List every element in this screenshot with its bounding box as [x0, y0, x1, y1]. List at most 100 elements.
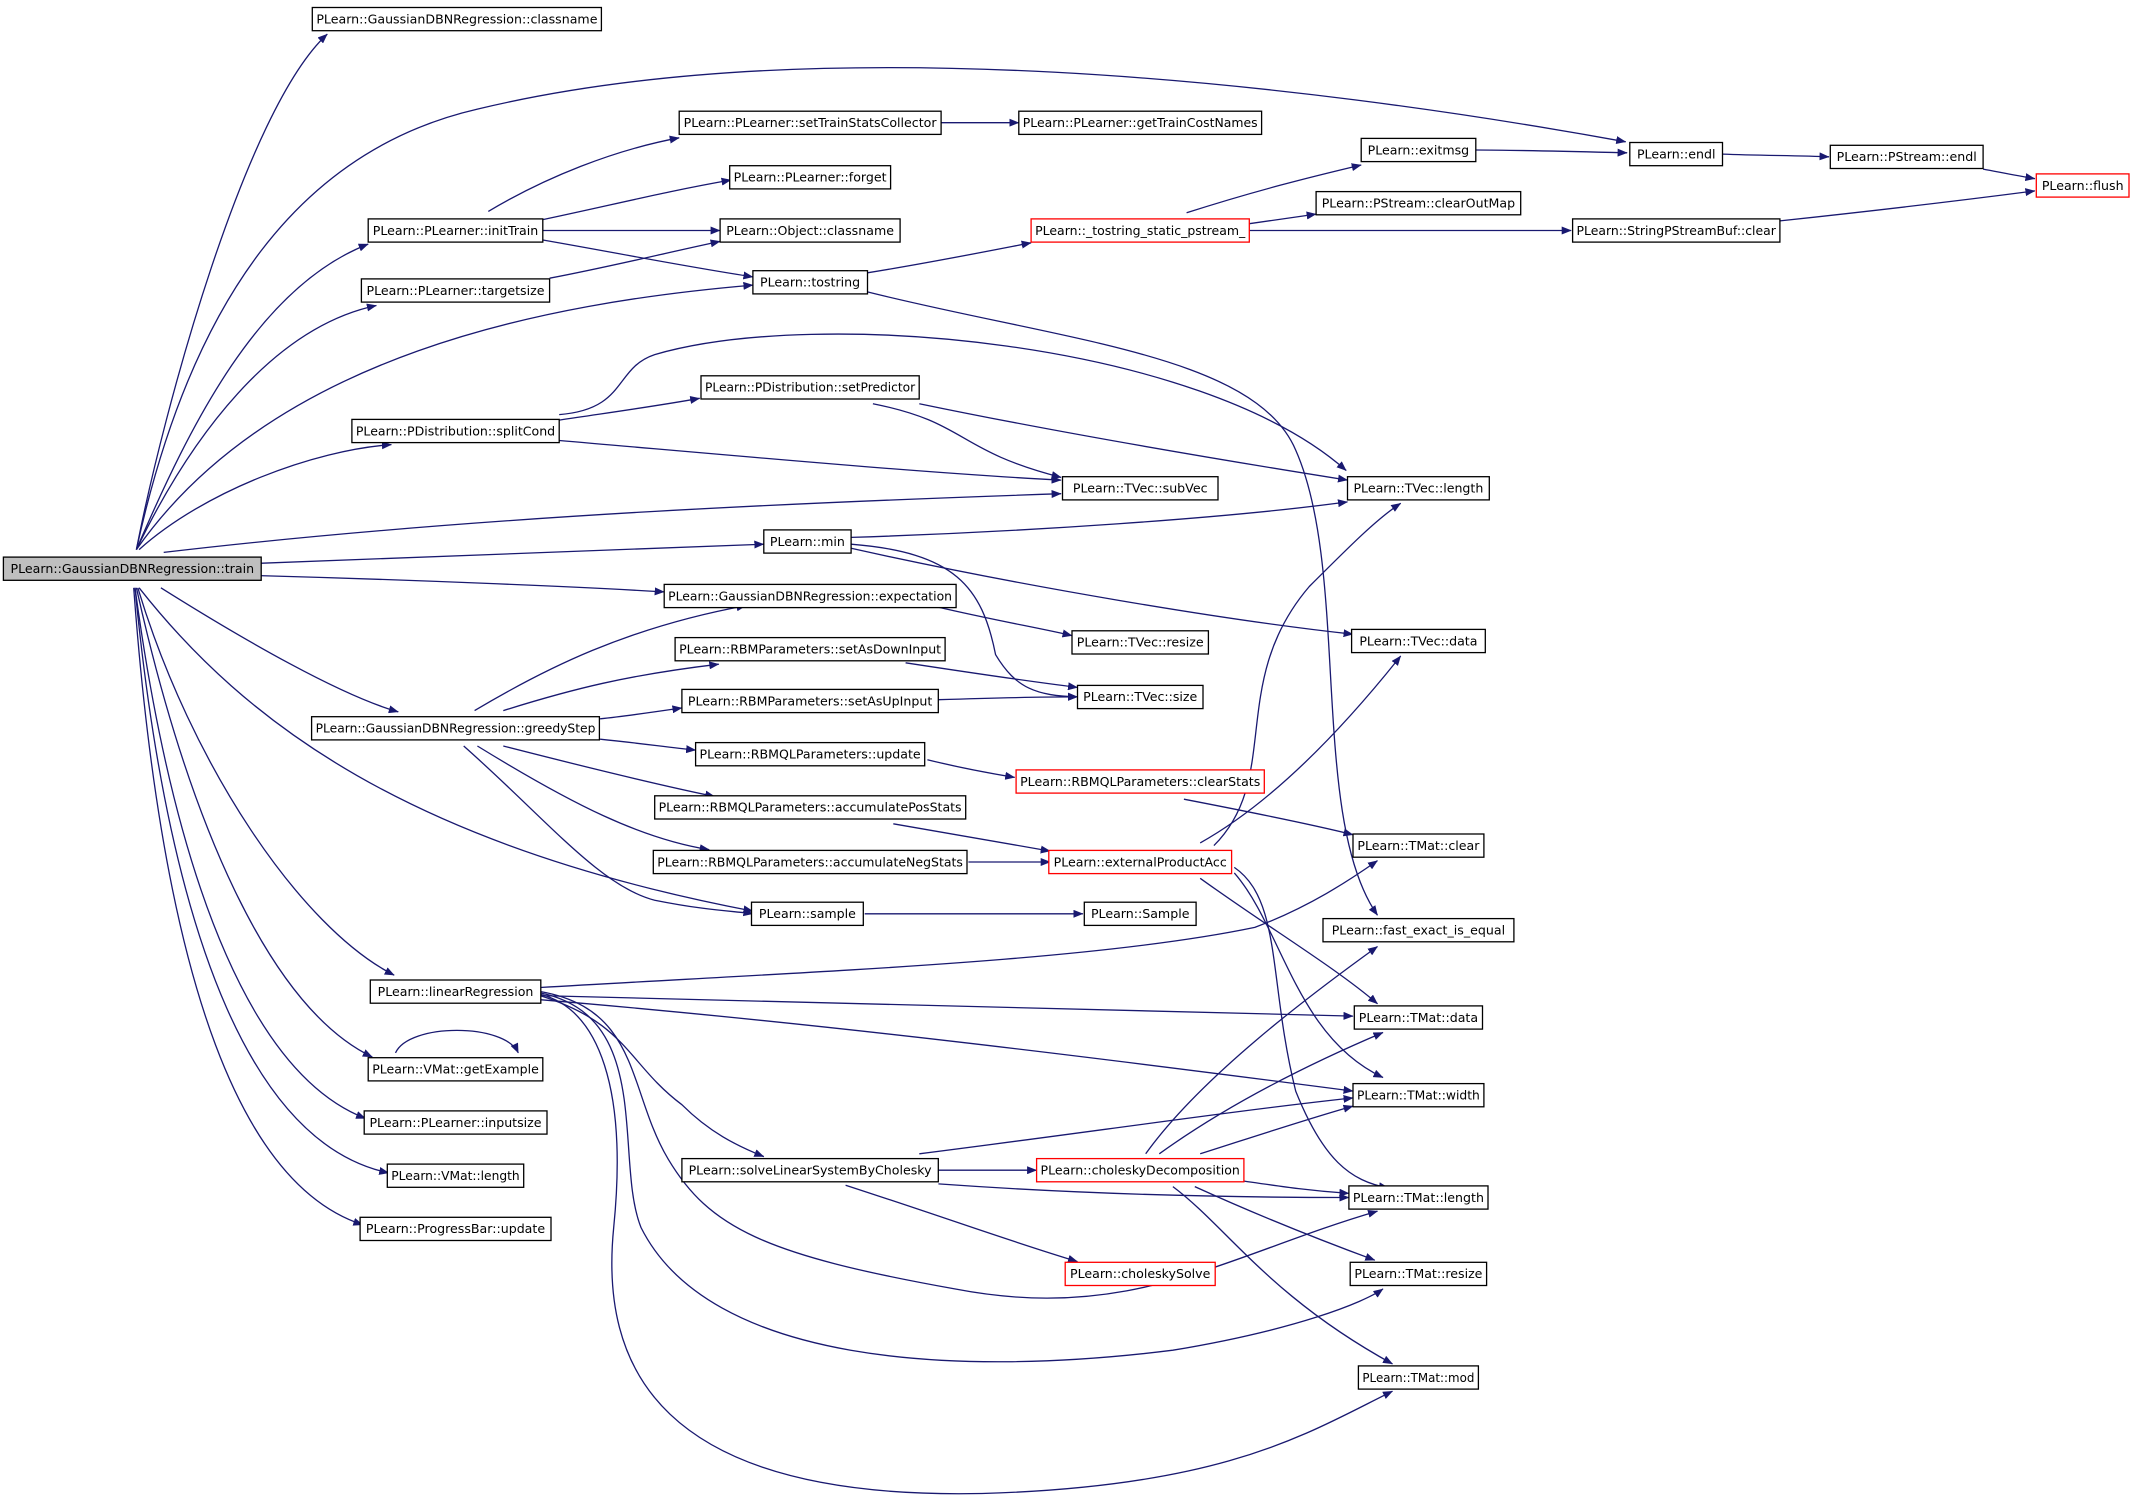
node-tvec-data[interactable]: PLearn::TVec::data [1350, 628, 1486, 654]
edge-external-product-acc-to-tvec-length [1213, 502, 1402, 847]
node-acc-neg[interactable]: PLearn::RBMQLParameters::accumulateNegSt… [652, 849, 968, 875]
node-sps-clear[interactable]: PLearn::StringPStreamBuf::clear [1571, 218, 1781, 243]
edge-line [919, 1094, 1354, 1155]
edge-line [559, 333, 1347, 471]
edge-line [135, 281, 754, 550]
node-tmat-width[interactable]: PLearn::TMat::width [1352, 1082, 1485, 1108]
edge-line [1779, 188, 2036, 222]
edge-tostring-static-to-clear-out-map [1249, 211, 1317, 225]
edge-train-to-sub-vec [163, 490, 1062, 554]
node-greedy-step[interactable]: PLearn::GaussianDBNRegression::greedySte… [310, 716, 601, 741]
node-min[interactable]: PLearn::min [763, 529, 852, 554]
edge-line [540, 999, 1354, 1094]
edge-line [559, 396, 701, 421]
node-tmat-mod[interactable]: PLearn::TMat::mod [1357, 1365, 1480, 1390]
node-label: PLearn::StringPStreamBuf::clear [1577, 223, 1777, 238]
node-tostring[interactable]: PLearn::tostring [752, 270, 869, 295]
edge-cholesky-decomposition-to-tmat-width [1200, 1104, 1354, 1155]
node-label: PLearn::TVec::resize [1077, 635, 1204, 650]
node-tvec-size[interactable]: PLearn::TVec::size [1076, 684, 1204, 710]
node-tostring-static[interactable]: PLearn::_tostring_static_pstream_ [1030, 218, 1250, 243]
node-tmat-data[interactable]: PLearn::TMat::data [1353, 1005, 1484, 1030]
node-label: PLearn::exitmsg [1368, 142, 1470, 157]
node-flush[interactable]: PLearn::flush [2035, 173, 2130, 198]
edge-targetsize-to-obj-classname [549, 239, 721, 279]
node-box [654, 795, 967, 820]
node-obj-classname[interactable]: PLearn::Object::classname [719, 218, 901, 243]
edge-line [503, 745, 716, 799]
edge-external-product-acc-to-tmat-length [1233, 866, 1389, 1191]
node-set-as-up-input[interactable]: PLearn::RBMParameters::setAsUpInput [681, 688, 939, 714]
edge-line [487, 135, 680, 212]
edge-line [539, 993, 1393, 1495]
node-label: PLearn::endl [1637, 146, 1716, 161]
node-rbmql-update[interactable]: PLearn::RBMQLParameters::update [694, 741, 926, 767]
edge-line [927, 759, 1016, 780]
edge-line [1475, 148, 1628, 157]
node-box [678, 110, 942, 136]
edge-line [851, 499, 1348, 539]
edge-greedy-step-to-acc-pos [503, 745, 716, 799]
node-label: PLearn::PDistribution::splitCond [356, 423, 555, 438]
node-box [1083, 901, 1197, 927]
node-sample[interactable]: PLearn::Sample [1083, 901, 1197, 927]
edge-line [259, 540, 765, 564]
node-clear-stats[interactable]: PLearn::RBMQLParameters::clearStats [1015, 769, 1265, 794]
node-box [1349, 1261, 1488, 1287]
edge-line [134, 587, 390, 1175]
node-set-predictor[interactable]: PLearn::PDistribution::setPredictor [700, 375, 920, 400]
node-init-train[interactable]: PLearn::PLearner::initTrain [367, 218, 544, 243]
node-cholesky-solve[interactable]: PLearn::choleskySolve [1064, 1261, 1216, 1287]
node-box [2, 556, 262, 581]
edge-line [503, 661, 720, 712]
edge-line [259, 574, 665, 596]
node-label: PLearn::linearRegression [378, 984, 534, 999]
node-forget[interactable]: PLearn::PLearner::forget [729, 165, 892, 190]
node-tmat-clear[interactable]: PLearn::TMat::clear [1352, 833, 1485, 858]
node-cholesky-decomposition[interactable]: PLearn::choleskyDecomposition [1035, 1157, 1245, 1183]
node-train[interactable]: PLearn::GaussianDBNRegression::train [2, 556, 262, 581]
edge-line [1194, 1186, 1376, 1261]
node-inputsize[interactable]: PLearn::PLearner::inputsize [363, 1110, 548, 1135]
node-label: PLearn::flush [2042, 178, 2124, 193]
node-tvec-length[interactable]: PLearn::TVec::length [1346, 476, 1490, 501]
node-acc-pos[interactable]: PLearn::RBMQLParameters::accumulatePosSt… [654, 795, 967, 820]
node-label: PLearn::tostring [760, 275, 860, 290]
node-expectation[interactable]: PLearn::GaussianDBNRegression::expectati… [663, 583, 957, 609]
node-sub-vec[interactable]: PLearn::TVec::subVec [1061, 476, 1219, 501]
node-pstream-endl[interactable]: PLearn::PStream::endl [1829, 144, 1984, 170]
edge-cholesky-decomposition-to-tmat-length [1243, 1180, 1350, 1197]
node-split-cond[interactable]: PLearn::PDistribution::splitCond [351, 418, 560, 444]
node-set-train-stats-collector[interactable]: PLearn::PLearner::setTrainStatsCollector [678, 110, 942, 136]
node-targetsize[interactable]: PLearn::PLearner::targetsize [360, 278, 551, 303]
edge-cholesky-decomposition-to-tmat-data [1158, 1031, 1384, 1155]
node-label: PLearn::TMat::mod [1362, 1370, 1474, 1385]
node-label: PLearn::choleskyDecomposition [1041, 1163, 1240, 1178]
node-solve-lsby-cholesky[interactable]: PLearn::solveLinearSystemByCholesky [681, 1157, 939, 1183]
node-endl[interactable]: PLearn::endl [1629, 141, 1724, 167]
node-clear-out-map[interactable]: PLearn::PStream::clearOutMap [1315, 190, 1522, 216]
node-pb-update[interactable]: PLearn::ProgressBar::update [359, 1216, 552, 1242]
node-tmat-resize[interactable]: PLearn::TMat::resize [1349, 1261, 1488, 1287]
node-get-train-cost-names[interactable]: PLearn::PLearner::getTrainCostNames [1018, 110, 1263, 136]
node-tvec-resize[interactable]: PLearn::TVec::resize [1071, 630, 1210, 655]
node-exitmsg[interactable]: PLearn::exitmsg [1360, 137, 1477, 163]
edge-train-to-get-example [135, 587, 373, 1058]
edge-line [938, 692, 1078, 701]
node-label: PLearn::RBMParameters::setAsUpInput [688, 693, 932, 708]
node-tmat-length[interactable]: PLearn::TMat::length [1348, 1185, 1489, 1210]
node-get-example[interactable]: PLearn::VMat::getExample [367, 1057, 544, 1082]
edge-train-to-split-cond [138, 441, 392, 551]
node-sample[interactable]: PLearn::sample [750, 901, 864, 927]
node-box [1076, 684, 1204, 710]
node-fast-exact[interactable]: PLearn::fast_exact_is_equal [1322, 917, 1515, 943]
edge-line [1158, 1031, 1384, 1155]
edge-linear-regression-to-tmat-length [539, 990, 1378, 1299]
node-external-product-acc[interactable]: PLearn::externalProductAcc [1048, 849, 1233, 875]
edge-init-train-to-set-train-stats-collector [487, 135, 680, 212]
node-linear-regression[interactable]: PLearn::linearRegression [369, 979, 542, 1004]
node-gdbn-classname[interactable]: PLearn::GaussianDBNRegression::classname [311, 6, 603, 32]
node-set-as-down-input[interactable]: PLearn::RBMParameters::setAsDownInput [674, 636, 946, 662]
node-vmat-length[interactable]: PLearn::VMat::length [386, 1163, 525, 1188]
edge-line [1183, 798, 1354, 837]
